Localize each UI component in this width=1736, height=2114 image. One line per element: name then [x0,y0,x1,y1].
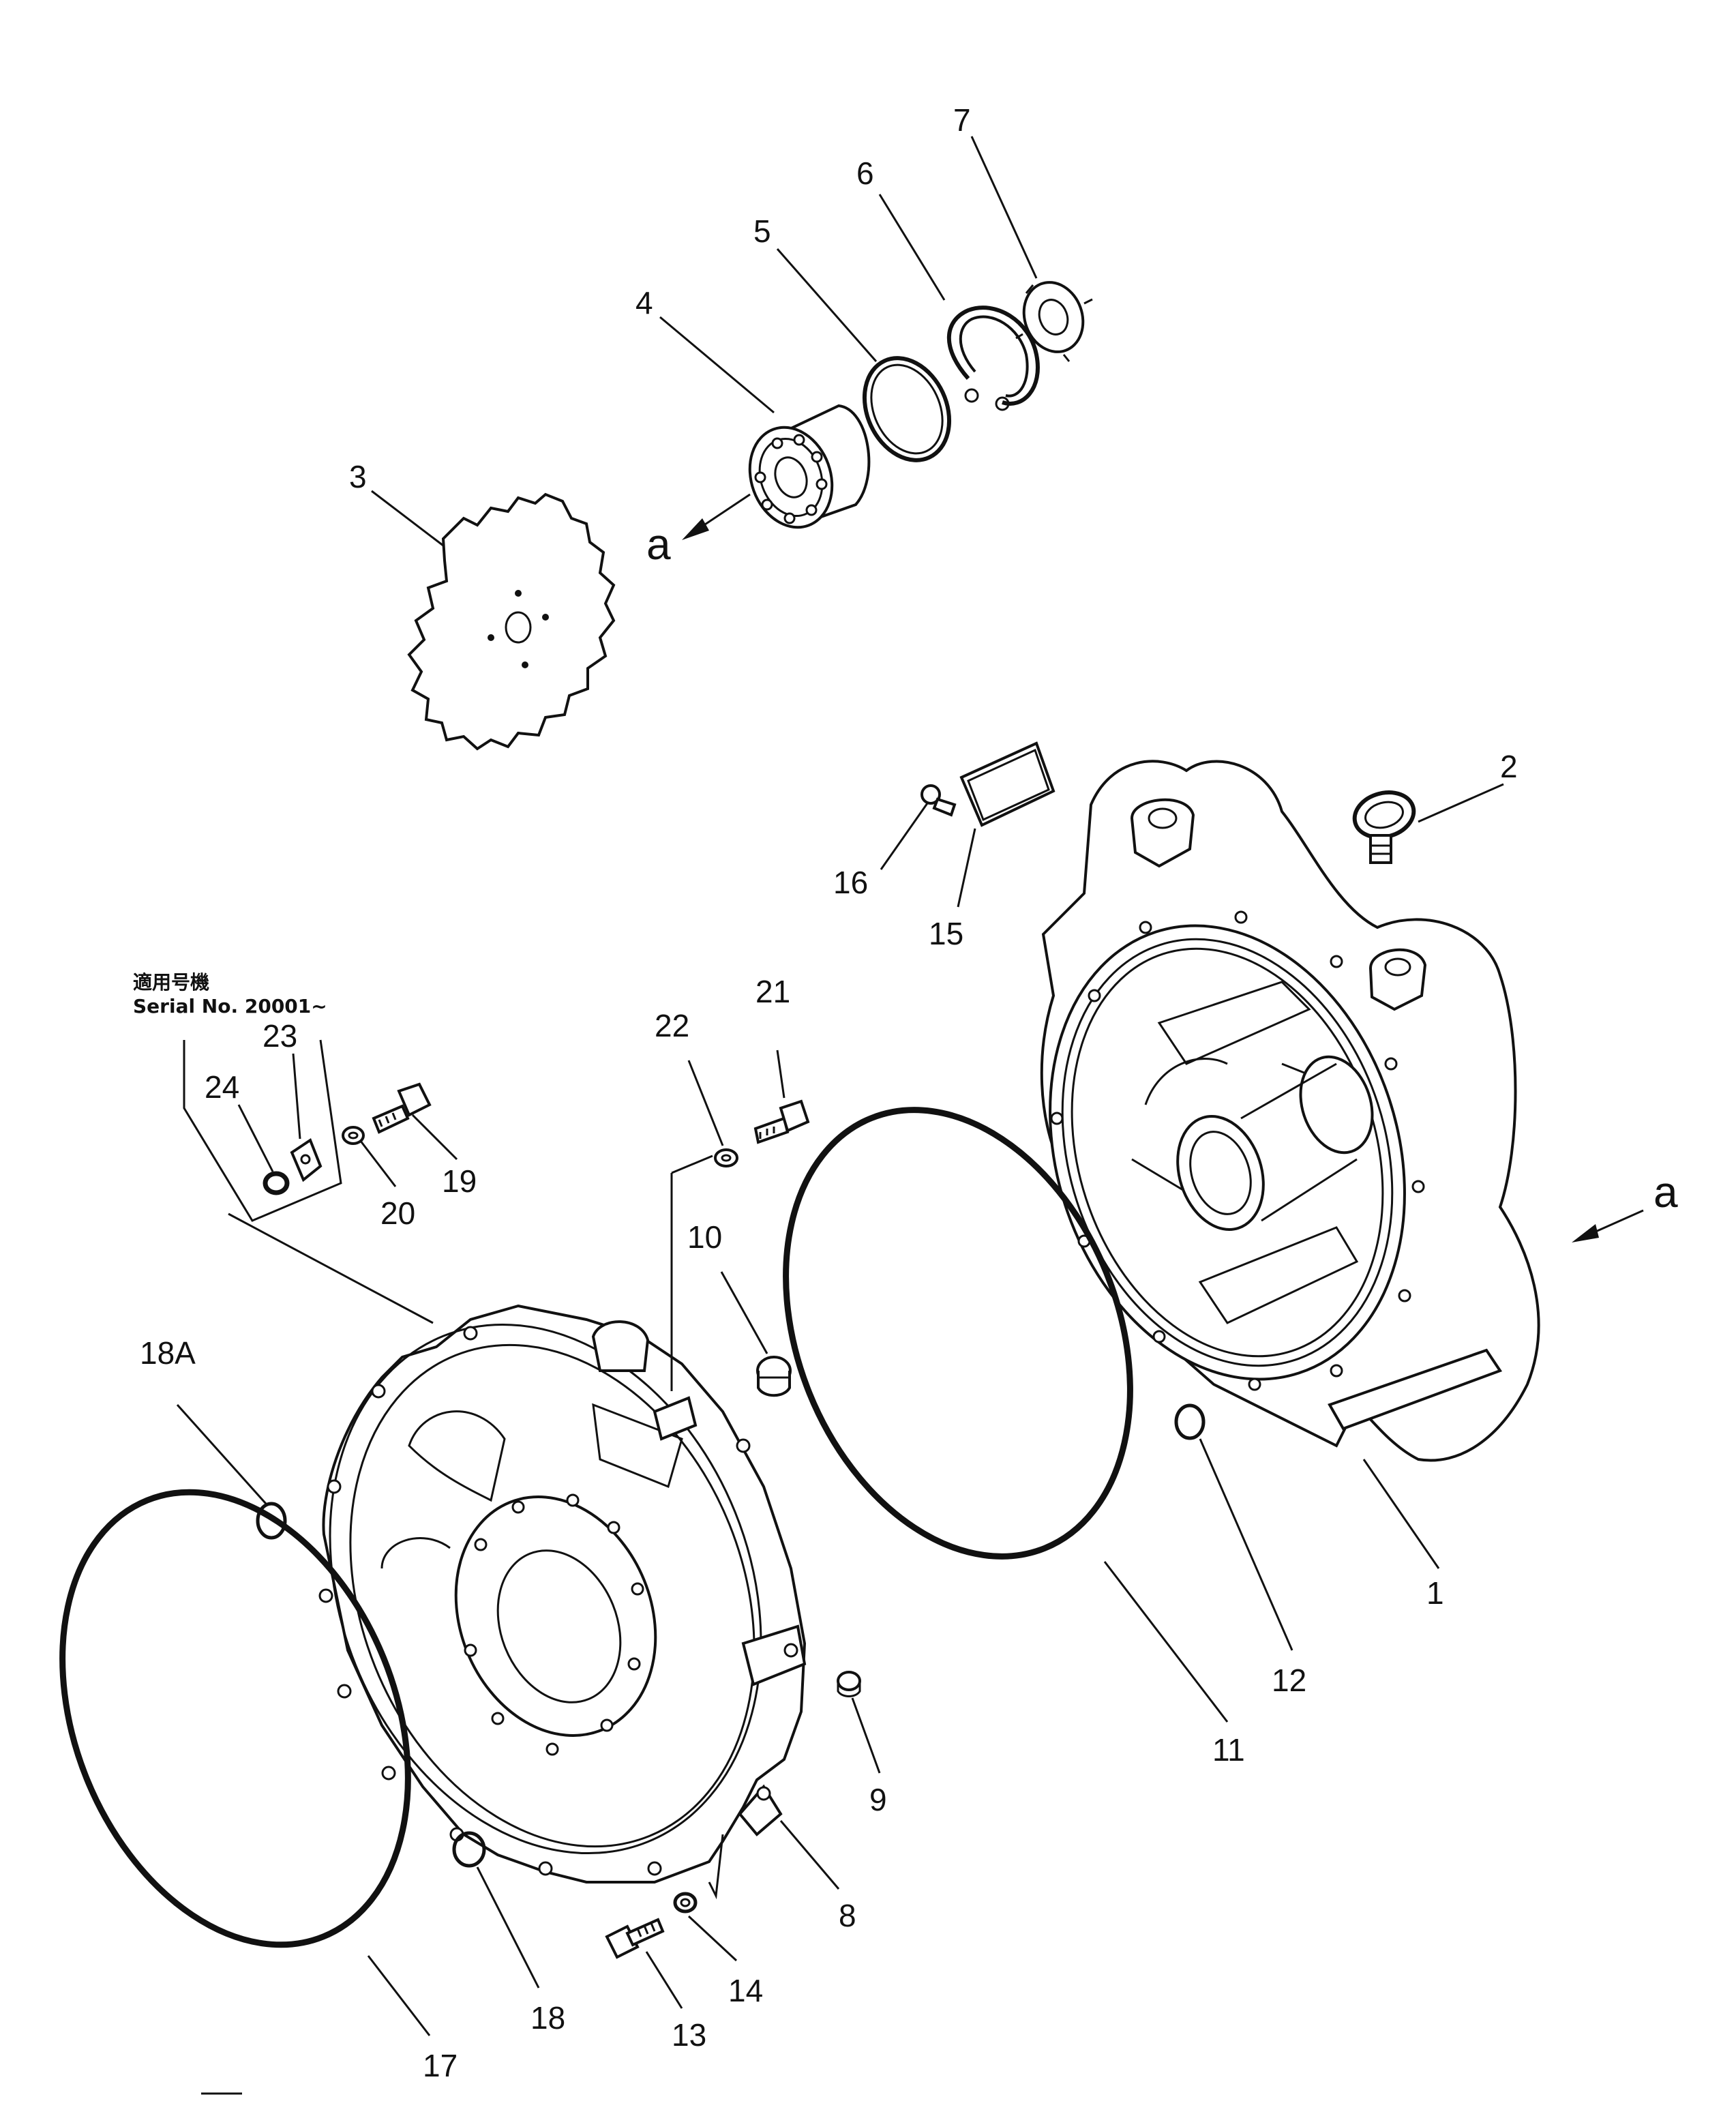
part-18-o-ring [452,1831,486,1868]
view-marker-upper: a [646,520,671,569]
callout-20: 20 [380,1195,415,1231]
callout-18: 18 [530,2000,565,2036]
callout-15: 15 [929,916,963,951]
part-4-bearing [748,404,871,529]
applicability-note-line1: 適用号機 [133,971,209,994]
part-17-large-o-ring [59,1489,411,1948]
part-19-bolt [372,1082,432,1134]
callout-9: 9 [869,1782,887,1817]
part-6-snap-ring [946,306,1040,411]
callout-21: 21 [755,974,790,1009]
view-arrow-a-upper [682,493,751,540]
part-3-sprocket [407,492,616,751]
part-1-main-housing [1040,760,1540,1462]
callout-12: 12 [1272,1663,1306,1698]
part-8-front-cover [318,1304,807,1884]
applicability-note-line2: Serial No. 20001~ [133,995,327,1017]
callout-14: 14 [728,1973,763,2008]
part-13-bolt [605,1918,665,1959]
callout-labels: 7 6 5 4 3 2 16 15 21 22 23 24 19 20 10 1… [140,102,1678,2083]
part-24-nut [263,1171,290,1195]
callout-7: 7 [953,102,971,138]
callout-11: 11 [1212,1732,1245,1768]
serial-group-bracket [183,1039,342,1222]
callout-24: 24 [205,1069,239,1105]
callout-19: 19 [442,1163,477,1199]
part-18A-o-ring [256,1502,287,1540]
view-arrow-a-right [1572,1209,1644,1242]
callout-5: 5 [753,213,771,249]
callout-23: 23 [263,1018,297,1054]
part-20-washer [342,1126,365,1145]
callout-10: 10 [687,1219,722,1255]
part-23-bracket [290,1137,323,1182]
part-11-large-o-ring [783,1107,1133,1560]
part-21-bolt [753,1099,810,1144]
part-9-plug [837,1671,861,1697]
callout-22: 22 [655,1008,689,1043]
callout-4: 4 [635,285,653,321]
callout-17: 17 [423,2048,458,2083]
callout-16: 16 [833,865,868,900]
callout-6: 6 [856,155,874,191]
view-marker-right: a [1653,1167,1678,1217]
part-22-washer [714,1148,738,1167]
part-12-o-ring [1174,1403,1206,1440]
callout-13: 13 [672,2017,706,2053]
callout-2: 2 [1500,749,1518,784]
part-14-washer [673,1892,698,1914]
callout-18A: 18A [140,1335,196,1371]
callout-1: 1 [1426,1575,1444,1611]
part-15-cover-plate [959,741,1056,827]
part-5-ring [862,356,952,462]
part-7-lock-nut [1015,281,1093,362]
part-10-plug [756,1356,792,1397]
callout-8: 8 [839,1898,856,1933]
part-16-bolt [921,784,957,817]
leader-lines [176,136,1504,2036]
callout-3: 3 [349,459,367,494]
part-2-eye-bolt [1352,790,1416,864]
